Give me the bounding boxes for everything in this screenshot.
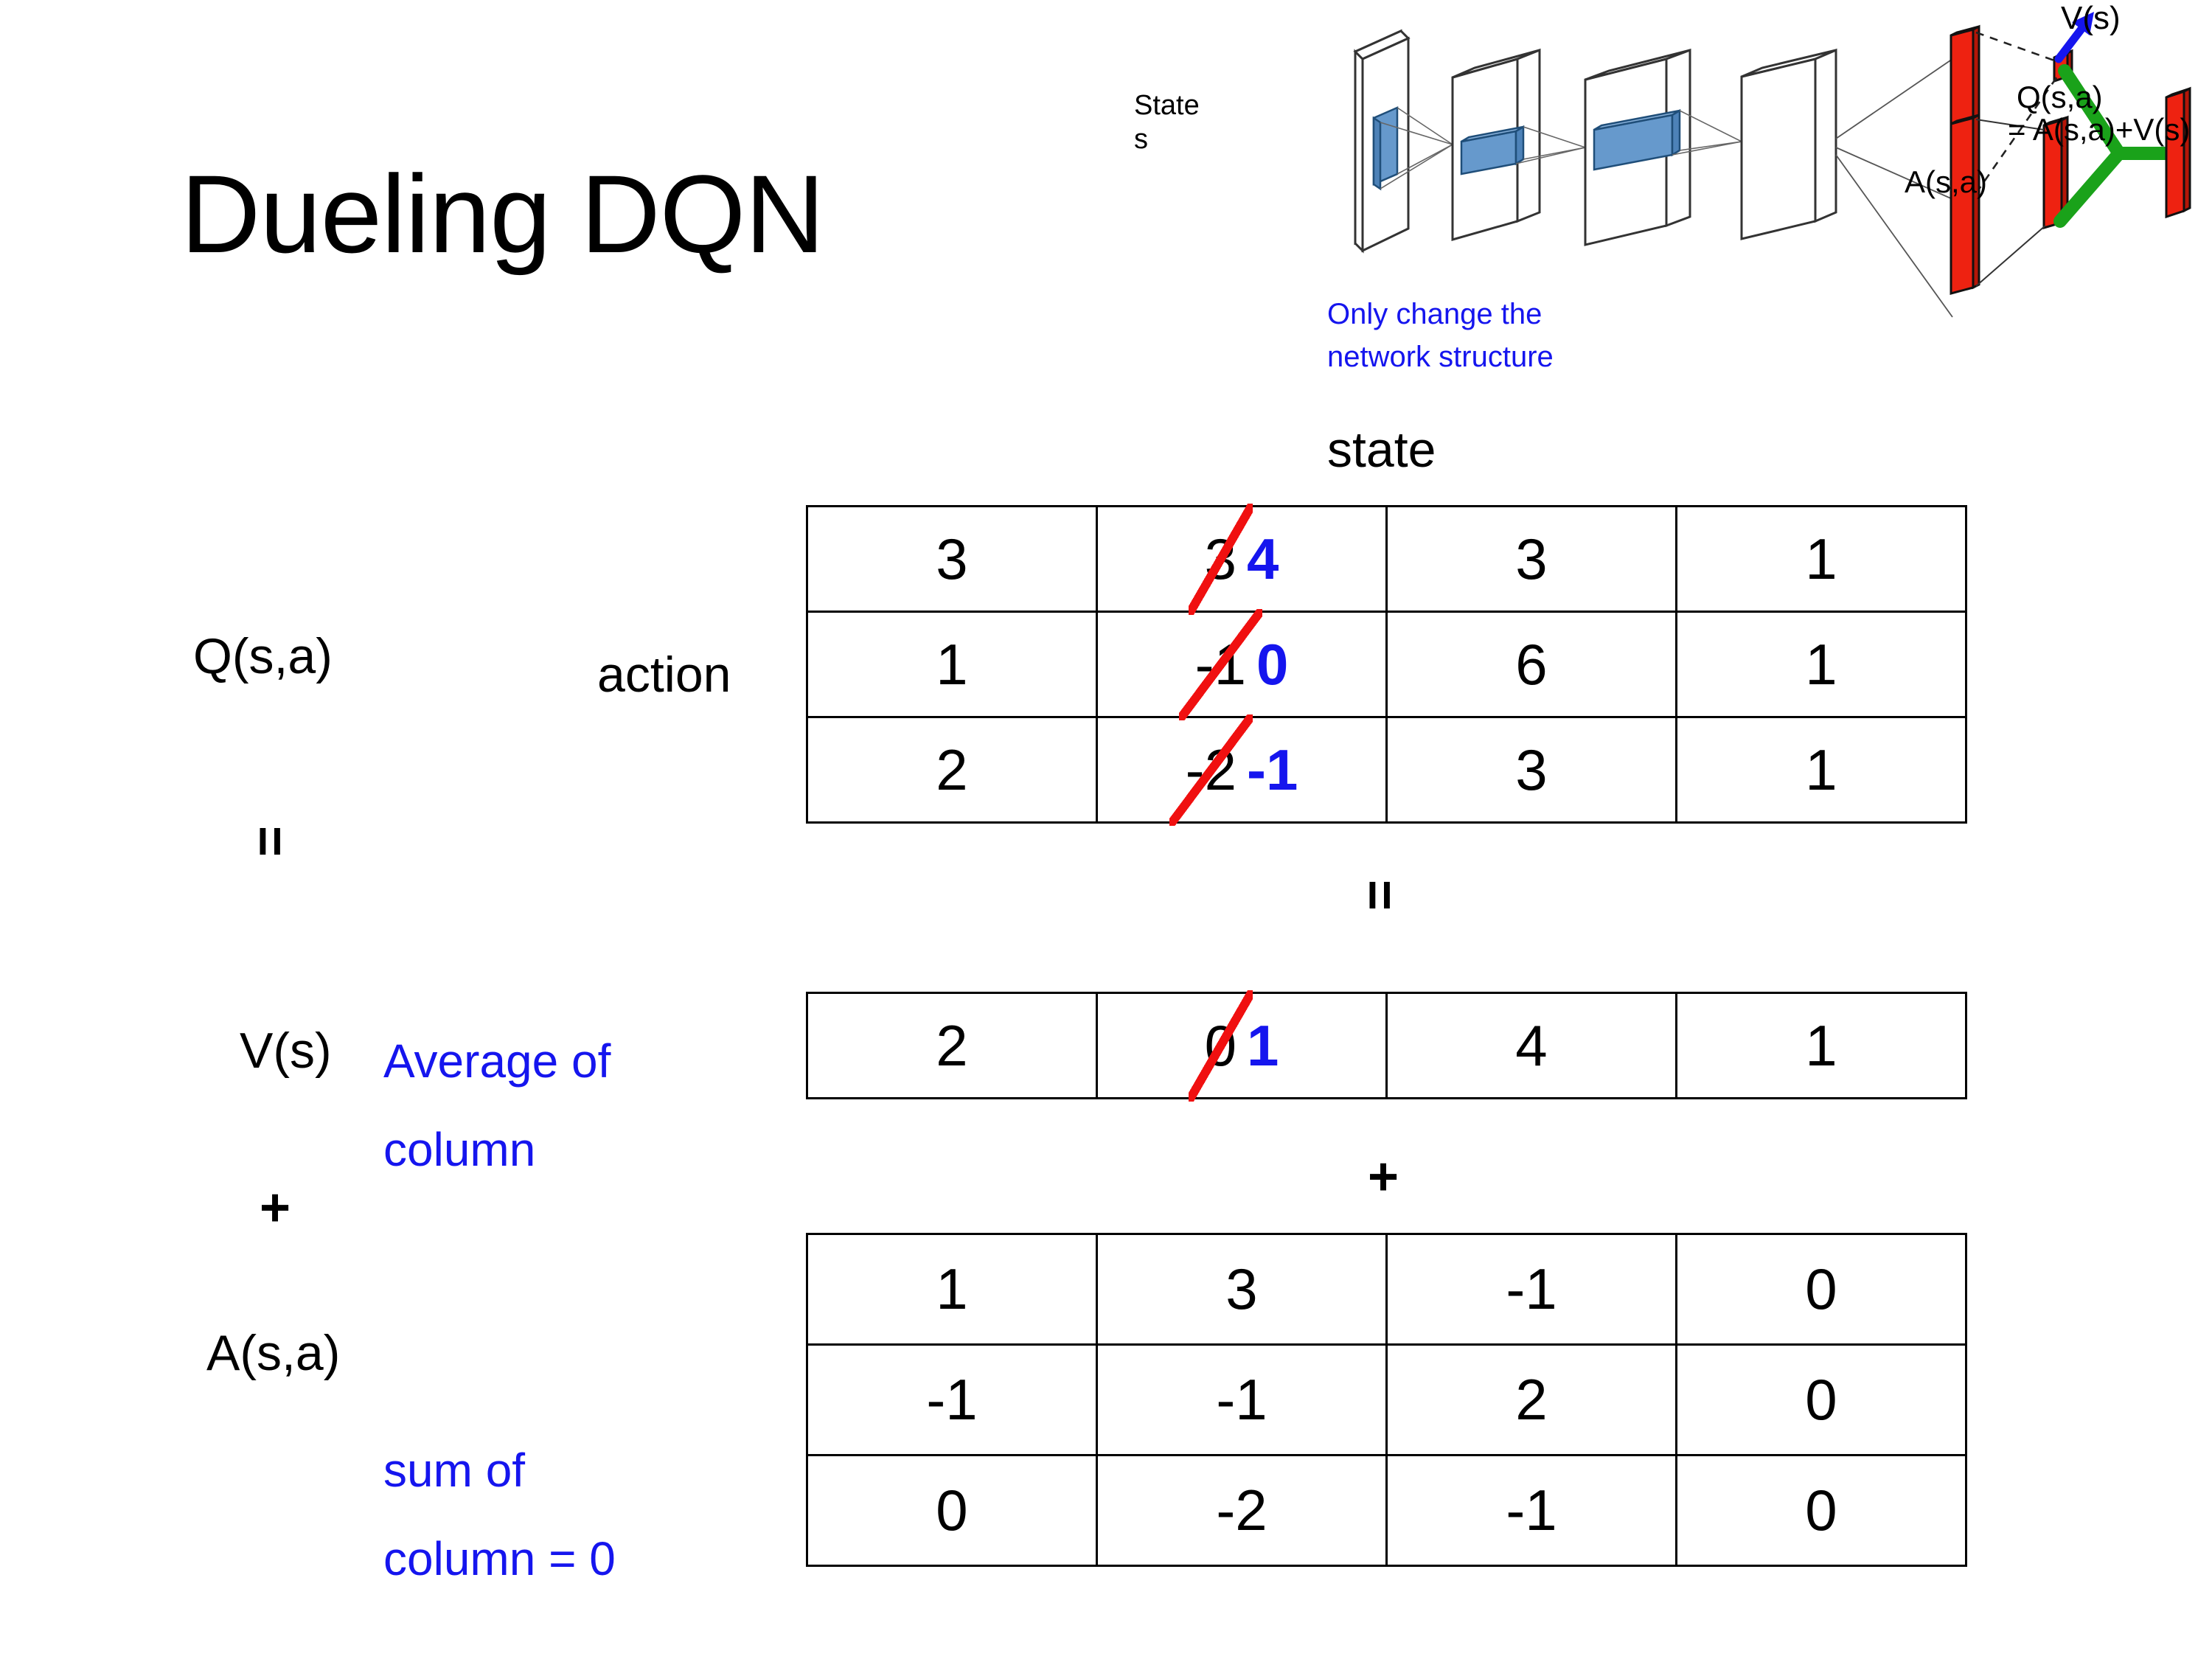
q-matrix-label: Q(s,a) xyxy=(193,628,333,684)
v-vector-label: V(s) xyxy=(240,1023,332,1079)
dueling-network-diagram xyxy=(1106,0,2212,413)
sum-note-line2: column = 0 xyxy=(383,1532,616,1585)
a-cell-value: 0 xyxy=(1805,1256,1837,1321)
a-cell-r0c2[interactable]: -1 xyxy=(1385,1233,1677,1346)
figure-input-label-line2: s xyxy=(1134,124,1148,155)
a-cell-value: -1 xyxy=(926,1367,978,1432)
q-cell-r2c2[interactable]: 3 xyxy=(1385,716,1677,824)
q-cell-r0c3[interactable]: 1 xyxy=(1675,505,1967,613)
a-cell-value: 1 xyxy=(936,1256,968,1321)
a-value-table: 1 3 -1 0 -1 -1 2 0 0 -2 -1 0 xyxy=(806,1233,1967,1567)
figure-advantage-stream-label: A(s,a) xyxy=(1905,164,1988,199)
a-cell-value: -1 xyxy=(1506,1478,1557,1543)
q-cell-value: 3 xyxy=(1515,737,1548,802)
a-cell-value: 0 xyxy=(1805,1367,1837,1432)
a-cell-value: -1 xyxy=(1216,1367,1267,1432)
q-cell-r0c2[interactable]: 3 xyxy=(1385,505,1677,613)
v-cell-c2[interactable]: 4 xyxy=(1385,992,1677,1099)
table-row: 2 -2-1 3 1 xyxy=(806,714,1967,826)
table-row: -1 -1 2 0 xyxy=(806,1343,1967,1456)
figure-output-label-line2: = A(s,a)+V(s) xyxy=(2008,112,2191,147)
a-cell-r2c2[interactable]: -1 xyxy=(1385,1454,1677,1567)
v-cell-new-value: 1 xyxy=(1247,1012,1279,1078)
q-cell-r1c2[interactable]: 6 xyxy=(1385,611,1677,718)
page-title: Dueling DQN xyxy=(181,152,825,276)
v-cell-value: 1 xyxy=(1805,1012,1837,1078)
a-cell-value: 2 xyxy=(1515,1367,1548,1432)
figure-output-label-line1: Q(s,a) xyxy=(2017,80,2103,114)
q-cell-r0c0[interactable]: 3 xyxy=(806,505,1098,613)
v-cell-old-value: 0 xyxy=(1188,990,1253,1102)
a-cell-r2c3[interactable]: 0 xyxy=(1675,1454,1967,1567)
figure-note-line1: Only change the xyxy=(1327,298,1543,330)
q-cell-old-value: -2 xyxy=(1169,714,1253,826)
q-cell-new-value: -1 xyxy=(1247,737,1298,802)
q-cell-value: 1 xyxy=(1805,526,1837,591)
table-row: 1 3 -1 0 xyxy=(806,1233,1967,1346)
v-cell-c0[interactable]: 2 xyxy=(806,992,1098,1099)
a-cell-r1c3[interactable]: 0 xyxy=(1675,1343,1967,1456)
q-cell-old-value: -1 xyxy=(1178,608,1263,720)
a-cell-value: -2 xyxy=(1216,1478,1267,1543)
a-cell-r1c2[interactable]: 2 xyxy=(1385,1343,1677,1456)
q-cell-value: 3 xyxy=(936,526,968,591)
state-axis-label: state xyxy=(1327,422,1436,478)
plus-sign-left: + xyxy=(260,1178,291,1237)
q-cell-old-value: 3 xyxy=(1188,503,1253,615)
average-note-line2: column xyxy=(383,1123,536,1176)
a-cell-value: 0 xyxy=(1805,1478,1837,1543)
average-note-line1: Average of xyxy=(383,1034,611,1088)
a-cell-r2c1[interactable]: -2 xyxy=(1096,1454,1388,1567)
v-cell-value: 4 xyxy=(1515,1012,1548,1078)
q-cell-r2c1-edited[interactable]: -2-1 xyxy=(1096,714,1388,826)
q-cell-value: 1 xyxy=(936,631,968,697)
sum-note-line1: sum of xyxy=(383,1444,526,1497)
q-cell-value: 1 xyxy=(1805,737,1837,802)
figure-note-line2: network structure xyxy=(1327,341,1554,373)
a-cell-r0c0[interactable]: 1 xyxy=(806,1233,1098,1346)
q-cell-new-value: 0 xyxy=(1256,631,1289,697)
q-cell-value: 1 xyxy=(1805,631,1837,697)
q-cell-r2c3[interactable]: 1 xyxy=(1675,716,1967,824)
q-cell-r1c0[interactable]: 1 xyxy=(806,611,1098,718)
v-cell-c3[interactable]: 1 xyxy=(1675,992,1967,1099)
plus-sign-middle: + xyxy=(1368,1147,1399,1206)
q-cell-new-value: 4 xyxy=(1247,526,1279,591)
a-cell-r2c0[interactable]: 0 xyxy=(806,1454,1098,1567)
a-cell-value: 3 xyxy=(1225,1256,1258,1321)
q-cell-r1c3[interactable]: 1 xyxy=(1675,611,1967,718)
a-cell-r1c0[interactable]: -1 xyxy=(806,1343,1098,1456)
a-cell-r0c1[interactable]: 3 xyxy=(1096,1233,1388,1346)
figure-value-stream-label: V(s) xyxy=(2061,0,2121,36)
action-axis-label: action xyxy=(597,647,731,703)
v-cell-value: 2 xyxy=(936,1012,968,1078)
q-cell-value: 2 xyxy=(936,737,968,802)
q-cell-value: 3 xyxy=(1515,526,1548,591)
a-cell-r0c3[interactable]: 0 xyxy=(1675,1233,1967,1346)
q-cell-r2c0[interactable]: 2 xyxy=(806,716,1098,824)
a-cell-value: -1 xyxy=(1506,1256,1557,1321)
q-cell-value: 6 xyxy=(1515,631,1548,697)
equals-sign-top: = xyxy=(240,825,300,858)
figure-input-label-line1: State xyxy=(1134,90,1200,121)
a-cell-r1c1[interactable]: -1 xyxy=(1096,1343,1388,1456)
table-row: 0 -2 -1 0 xyxy=(806,1454,1967,1567)
equals-sign-middle: = xyxy=(1350,879,1410,911)
a-cell-value: 0 xyxy=(936,1478,968,1543)
a-matrix-label: A(s,a) xyxy=(206,1325,341,1381)
